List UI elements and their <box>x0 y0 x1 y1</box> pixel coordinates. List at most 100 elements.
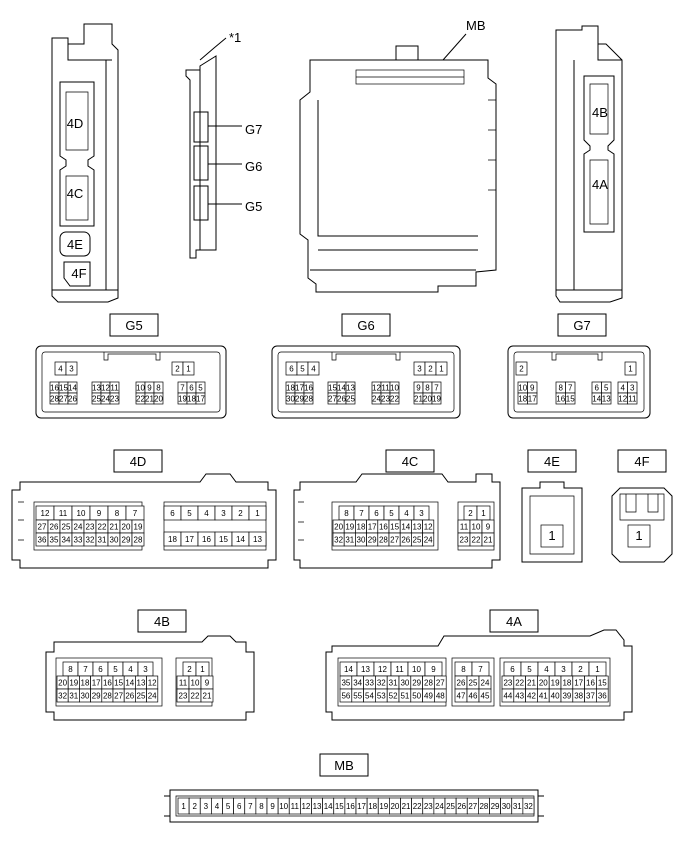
mb-pin-4: 4 <box>211 797 223 815</box>
4a-pin-51: 51 <box>398 688 412 703</box>
svg-text:21: 21 <box>110 523 119 532</box>
svg-text:31: 31 <box>98 536 107 545</box>
4a-pin-19: 19 <box>548 675 562 690</box>
4b-pin-30: 30 <box>79 688 91 703</box>
4c-pin-29: 29 <box>366 532 379 547</box>
mb-pin-27: 27 <box>466 797 479 815</box>
svg-text:29: 29 <box>122 536 131 545</box>
svg-text:18: 18 <box>368 802 377 811</box>
svg-text:28: 28 <box>134 536 143 545</box>
svg-text:29: 29 <box>412 679 421 688</box>
svg-text:16: 16 <box>586 679 595 688</box>
svg-text:13: 13 <box>602 395 611 404</box>
4d-pin-27: 27 <box>35 519 49 534</box>
4b-pin-8: 8 <box>62 661 79 677</box>
4a-pin-47: 47 <box>454 688 468 703</box>
4b-pin-3: 3 <box>137 661 154 677</box>
4d-pin-1: 1 <box>248 505 267 521</box>
connector-g6-body <box>271 345 461 419</box>
g6-pin-10: 10 <box>389 381 399 394</box>
svg-text:32: 32 <box>58 692 67 701</box>
4c-pin-12: 12 <box>422 519 435 534</box>
svg-text:12: 12 <box>148 679 157 688</box>
title-box-4a: 4A <box>489 609 539 633</box>
svg-text:16: 16 <box>202 535 211 544</box>
svg-text:28: 28 <box>103 692 112 701</box>
svg-text:5: 5 <box>226 802 231 811</box>
4c-pin-15: 15 <box>388 519 401 534</box>
svg-text:3: 3 <box>630 384 635 393</box>
4b-pin-14: 14 <box>123 675 136 690</box>
svg-text:47: 47 <box>457 692 466 701</box>
mb-pin-15: 15 <box>333 797 346 815</box>
4b-pin-2: 2 <box>182 661 197 677</box>
svg-text:32: 32 <box>334 536 343 545</box>
svg-text:1: 1 <box>595 665 600 674</box>
g7-pin-8: 8 <box>555 381 566 394</box>
svg-text:30: 30 <box>81 692 90 701</box>
mb-pin-11: 11 <box>288 797 301 815</box>
connector-4e-body <box>521 481 583 563</box>
svg-text:8: 8 <box>68 665 73 674</box>
4a-pin-43: 43 <box>513 688 526 703</box>
svg-text:23: 23 <box>381 395 390 404</box>
4c-pin-20: 20 <box>332 519 345 534</box>
4b-pin-24: 24 <box>146 688 159 703</box>
4a-pin-9: 9 <box>424 661 443 677</box>
4b-pin-17: 17 <box>90 675 103 690</box>
svg-text:22: 22 <box>472 536 481 545</box>
svg-text:27: 27 <box>59 395 68 404</box>
svg-text:32: 32 <box>524 802 533 811</box>
svg-text:4: 4 <box>544 665 549 674</box>
svg-text:8: 8 <box>461 665 466 674</box>
mb-pin-25: 25 <box>444 797 457 815</box>
g7-pin-7: 7 <box>565 381 576 394</box>
g5-pin-10: 10 <box>135 381 145 394</box>
svg-text:31: 31 <box>389 679 398 688</box>
svg-text:24: 24 <box>101 395 110 404</box>
junction-block-left <box>51 23 119 303</box>
4c-pin-22: 22 <box>469 532 483 547</box>
svg-text:20: 20 <box>58 679 67 688</box>
4a-pin-21: 21 <box>525 675 538 690</box>
svg-text:40: 40 <box>551 692 560 701</box>
svg-text:18: 18 <box>81 679 90 688</box>
svg-text:2: 2 <box>187 665 192 674</box>
4a-pin-26: 26 <box>454 675 468 690</box>
g5-pin-8: 8 <box>153 381 164 394</box>
svg-text:14: 14 <box>324 802 333 811</box>
g7-pin-10: 10 <box>517 381 528 394</box>
4d-pin-29: 29 <box>119 532 133 547</box>
svg-text:2: 2 <box>519 365 524 374</box>
connector-g7-body <box>507 345 651 419</box>
svg-text:30: 30 <box>110 536 119 545</box>
svg-text:21: 21 <box>145 395 154 404</box>
4a-pin-11: 11 <box>390 661 409 677</box>
4c-pin-19: 19 <box>343 519 356 534</box>
g5-pin-11: 11 <box>109 381 120 394</box>
svg-text:5: 5 <box>527 665 532 674</box>
svg-text:8: 8 <box>259 802 264 811</box>
g6-pin-12: 12 <box>371 381 381 394</box>
mb-pin-13: 13 <box>311 797 323 815</box>
svg-text:17: 17 <box>295 384 304 393</box>
mb-pin-21: 21 <box>400 797 412 815</box>
g5-pin-14: 14 <box>67 381 77 394</box>
svg-text:20: 20 <box>154 395 163 404</box>
svg-text:20: 20 <box>334 523 343 532</box>
svg-text:6: 6 <box>510 665 515 674</box>
title-box-4e: 4E <box>527 449 577 473</box>
svg-text:19: 19 <box>345 523 354 532</box>
g6-pin-1: 1 <box>435 361 448 376</box>
4a-pin-34: 34 <box>351 675 364 690</box>
svg-text:46: 46 <box>469 692 478 701</box>
4a-pin-14: 14 <box>339 661 358 677</box>
svg-text:7: 7 <box>180 384 185 393</box>
g5-pin-4: 4 <box>54 361 67 376</box>
4d-pin-10: 10 <box>71 505 91 521</box>
title-4f: 4F <box>634 454 649 469</box>
g6-pin-13: 13 <box>345 381 355 394</box>
g7-pin-14: 14 <box>591 392 602 405</box>
4d-pin-28: 28 <box>131 532 145 547</box>
